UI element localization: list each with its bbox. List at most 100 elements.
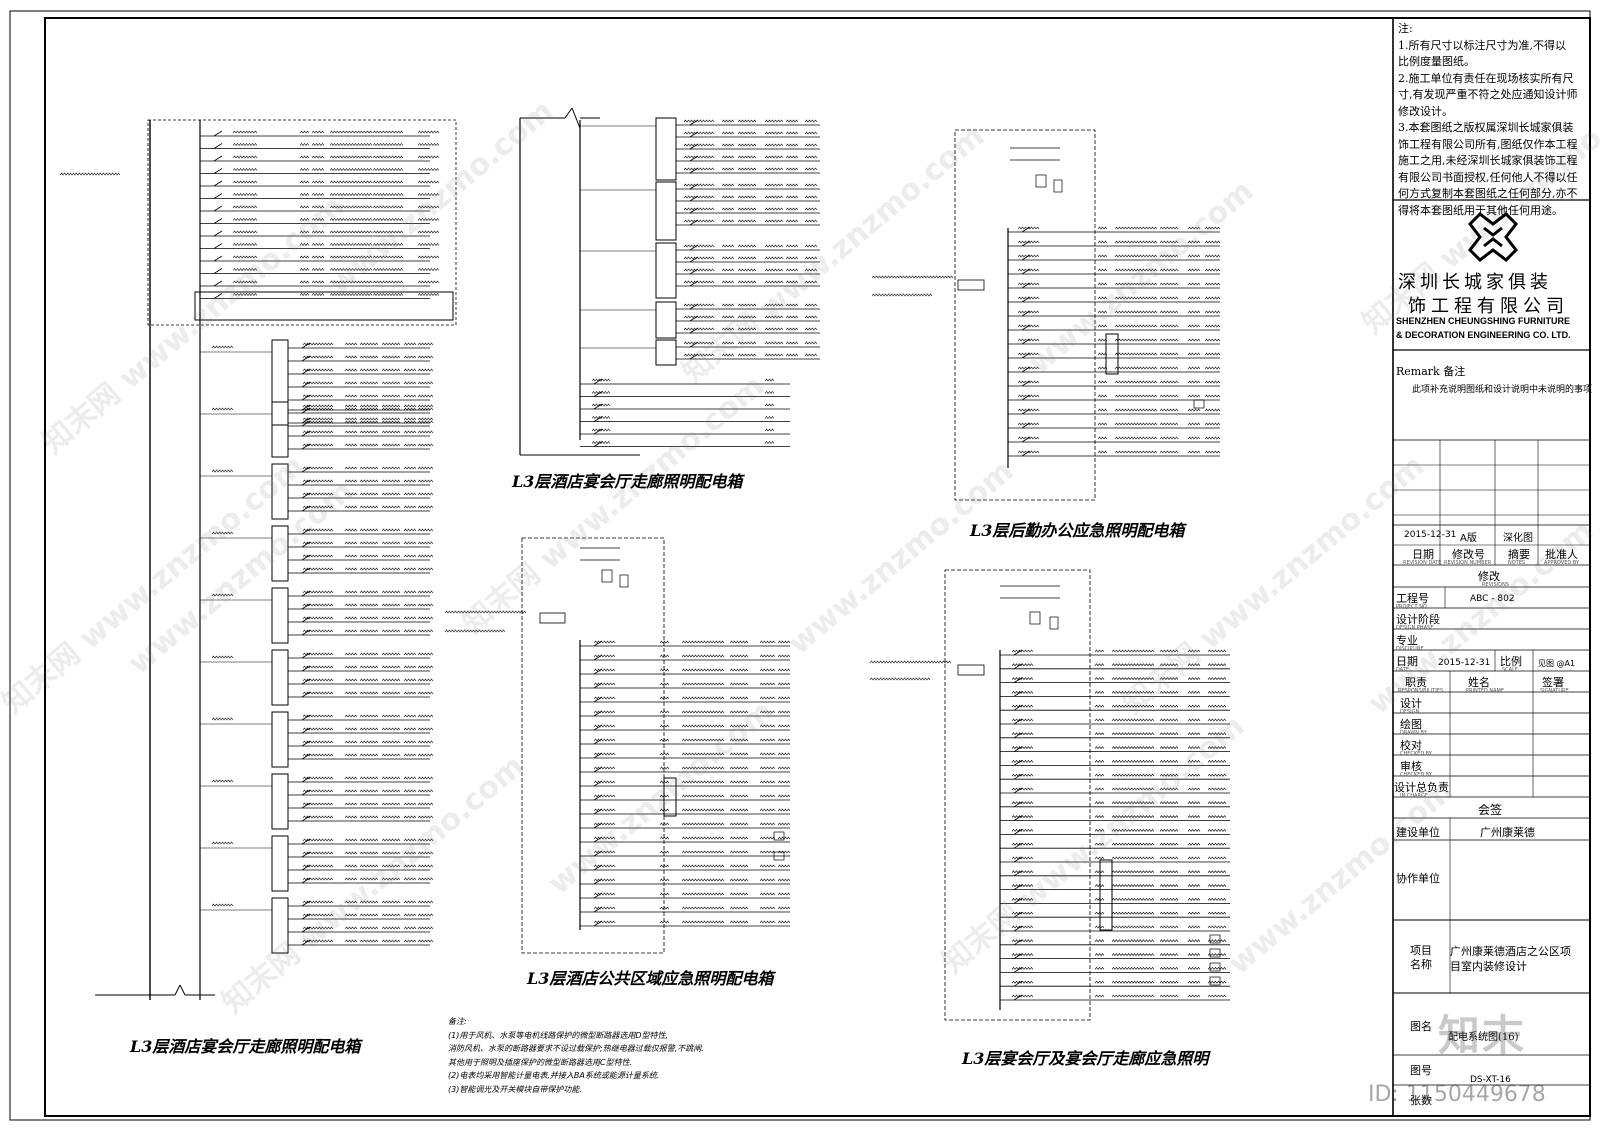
col-date: 日期 — [1412, 548, 1434, 561]
label-glyphs — [591, 378, 611, 382]
project-no-label: 工程号 — [1396, 592, 1429, 605]
label-glyphs — [417, 691, 434, 695]
wire-line — [1021, 380, 1031, 387]
label-glyphs — [593, 850, 616, 854]
label-glyphs — [777, 724, 791, 728]
label-glyphs — [785, 119, 799, 123]
label-glyphs — [381, 466, 401, 470]
title-notes-heading: 注: — [1398, 22, 1413, 35]
label-glyphs — [417, 913, 434, 917]
label-glyphs — [1011, 870, 1034, 874]
coop-label: 协作单位 — [1396, 872, 1440, 885]
remark-text: 此项补充说明图纸和设计说明中未说明的事项 — [1412, 385, 1593, 395]
label-glyphs — [403, 430, 417, 434]
module-box — [601, 569, 613, 583]
label-glyphs — [1011, 828, 1034, 832]
label-glyphs — [359, 939, 379, 943]
label-glyphs — [593, 710, 616, 714]
label-glyphs — [344, 665, 358, 669]
label-glyphs — [417, 180, 440, 184]
wire-line — [1021, 352, 1031, 359]
label-glyphs — [372, 230, 404, 234]
discipline-label: 专业 — [1396, 634, 1418, 647]
label-glyphs — [721, 327, 735, 331]
note-line: (2)电表均采用智能计量电表,并接入BA系统或能源计量系统. — [448, 1071, 660, 1080]
label-glyphs — [683, 244, 715, 248]
wire-line — [213, 143, 223, 149]
label-glyphs — [759, 822, 776, 826]
label-glyphs — [777, 668, 791, 672]
label-glyphs — [329, 255, 373, 259]
label-glyphs — [759, 752, 776, 756]
label-glyphs — [737, 131, 757, 135]
label-glyphs — [417, 342, 434, 346]
label-glyphs — [593, 794, 616, 798]
wire-line — [1021, 240, 1031, 247]
label-glyphs — [1207, 718, 1227, 722]
module-box — [1035, 174, 1047, 188]
label-glyphs — [759, 640, 776, 644]
label-glyphs — [785, 143, 799, 147]
label-glyphs — [1011, 746, 1034, 750]
label-glyphs — [344, 567, 358, 571]
label-glyphs — [1111, 897, 1155, 901]
wire-line — [213, 268, 223, 274]
wire-line — [213, 168, 223, 174]
label-glyphs — [359, 851, 379, 855]
label-glyphs — [1017, 366, 1040, 370]
label-glyphs — [1187, 366, 1201, 370]
label-glyphs — [1207, 759, 1227, 763]
label-glyphs — [403, 815, 417, 819]
label-glyphs — [869, 660, 952, 664]
label-glyphs — [344, 913, 358, 917]
label-glyphs — [759, 654, 776, 658]
label-glyphs — [1111, 911, 1155, 915]
module-box — [271, 835, 289, 892]
label-glyphs — [1097, 436, 1108, 440]
label-glyphs — [344, 864, 358, 868]
label-glyphs — [381, 443, 401, 447]
label-glyphs — [785, 219, 799, 223]
label-glyphs — [372, 293, 404, 296]
label-glyphs — [1114, 310, 1158, 314]
label-glyphs — [1159, 897, 1179, 901]
company-logo-icon — [1468, 212, 1518, 262]
wire-line — [1021, 436, 1031, 443]
label-glyphs — [329, 243, 373, 246]
module-box — [1049, 616, 1059, 630]
label-glyphs — [593, 766, 616, 770]
wire-line — [1021, 268, 1031, 275]
title-note-line: 施工之用,未经深圳长城家俱装饰工程 — [1398, 154, 1578, 167]
module-box — [521, 537, 665, 954]
col-notes-en: NOTES — [1508, 560, 1526, 566]
label-glyphs — [299, 293, 310, 296]
label-glyphs — [804, 268, 818, 272]
label-glyphs — [417, 678, 434, 682]
label-glyphs — [737, 143, 757, 147]
label-glyphs — [417, 466, 434, 470]
label-glyphs — [403, 479, 417, 483]
label-glyphs — [359, 443, 379, 447]
label-glyphs — [777, 878, 791, 882]
label-glyphs — [1207, 677, 1227, 681]
label-glyphs — [372, 130, 404, 134]
label-glyphs — [302, 789, 334, 793]
label-glyphs — [403, 590, 417, 594]
label-glyphs — [777, 906, 791, 910]
label-glyphs — [417, 753, 434, 757]
label-glyphs — [302, 479, 334, 483]
label-glyphs — [1159, 310, 1179, 314]
label-glyphs — [344, 554, 358, 558]
module-box — [957, 664, 985, 676]
label-glyphs — [417, 407, 434, 411]
label-glyphs — [777, 864, 791, 868]
label-glyphs — [1111, 939, 1155, 943]
label-glyphs — [1207, 815, 1227, 819]
label-glyphs — [417, 130, 440, 134]
label-glyphs — [759, 682, 776, 686]
label-glyphs — [777, 682, 791, 686]
label-glyphs — [729, 766, 749, 770]
label-glyphs — [403, 753, 417, 757]
label-glyphs — [593, 836, 616, 840]
